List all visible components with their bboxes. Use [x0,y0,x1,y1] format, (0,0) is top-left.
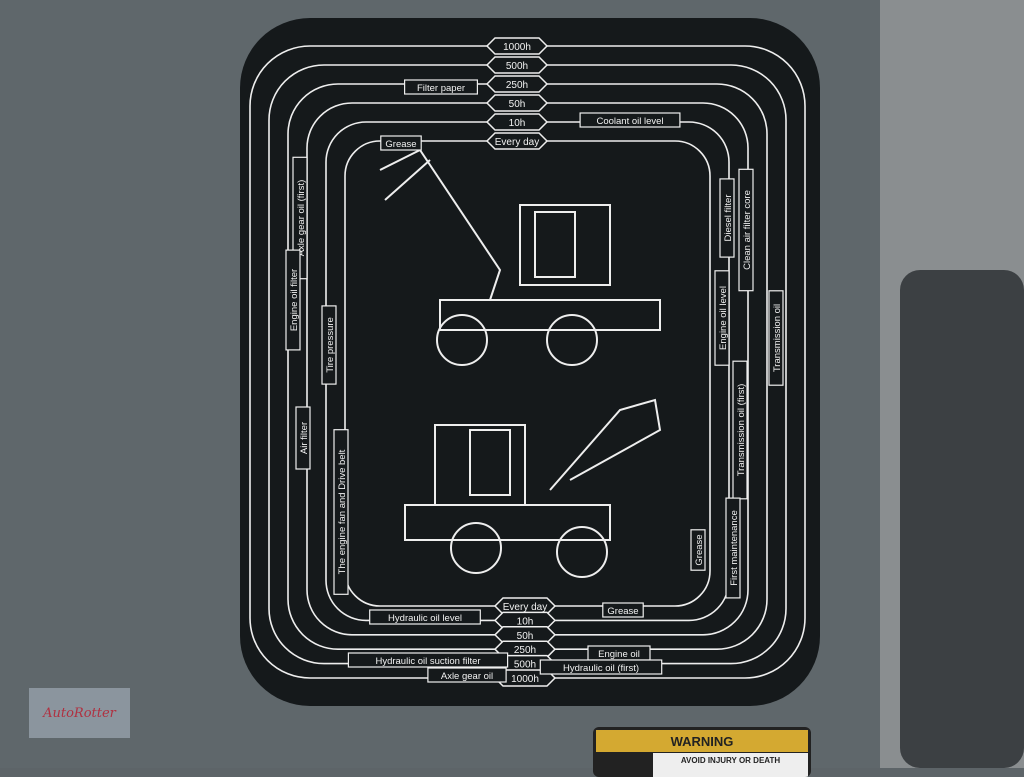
label-hydraulic-first: Hydraulic oil (first) [539,659,663,675]
seat-shape [900,270,1024,768]
svg-text:Grease: Grease [694,534,705,565]
interval-top-label: 1000h [503,42,531,53]
svg-text:Engine oil filter: Engine oil filter [289,269,300,331]
svg-text:Transmission oil (first): Transmission oil (first) [736,384,747,477]
dealer-logo: AutoRotter [29,688,130,738]
interval-top-label-box [485,56,549,74]
svg-text:Coolant oil level: Coolant oil level [596,116,663,127]
interval-top-label-box [485,75,549,93]
svg-text:First maintenance: First maintenance [729,510,740,586]
label-filter-paper: Filter paper [403,79,479,95]
label-engine-oil: Engine oil [587,645,651,661]
interval-top-label: 50h [509,99,526,110]
svg-text:Grease: Grease [607,606,638,617]
label-axle-gear-oil: Axle gear oil [427,667,507,683]
interval-bottom-label: 250h [514,645,536,656]
svg-text:Clean air filter core: Clean air filter core [742,190,753,270]
label-engine-oil-level: Engine oil level [714,270,730,366]
svg-text:Engine oil level: Engine oil level [718,286,729,350]
label-grease-right: Grease [690,529,706,571]
sticker [240,18,820,706]
loader-bottom-drawing [404,398,662,578]
warning-title: WARNING [596,730,808,752]
interval-top-label: 500h [506,61,528,72]
label-coolant: Coolant oil level [579,112,681,128]
label-fan-belt: The engine fan and Drive belt [333,429,349,595]
warning-subtitle: AVOID INJURY OR DEATH [653,753,808,777]
svg-text:The engine fan and Drive belt: The engine fan and Drive belt [337,449,348,574]
svg-text:Engine oil: Engine oil [598,649,640,660]
label-air-filter: Air filter [295,406,311,470]
interval-bottom-label: 50h [517,631,534,642]
svg-text:Air filter: Air filter [299,422,310,454]
loader-top-drawing [379,148,661,366]
label-engine-oil-filter: Engine oil filter [285,249,301,351]
label-tire-pressure: Tire pressure [321,305,337,385]
svg-text:Transmission oil: Transmission oil [772,304,783,372]
interval-top-label-box [485,37,549,55]
label-clean-air: Clean air filter core [738,168,754,292]
interval-top-label: 10h [509,118,526,129]
label-grease-top: Grease [380,135,422,151]
interval-bottom-label: 500h [514,660,536,671]
label-transmission-oil: Transmission oil [768,290,784,386]
interval-top-label-box [485,132,549,150]
svg-text:Filter paper: Filter paper [417,83,465,94]
warning-label: WARNING AVOID INJURY OR DEATH [593,727,811,777]
svg-text:Hydraulic oil (first): Hydraulic oil (first) [563,663,639,674]
svg-text:Grease: Grease [385,139,416,150]
interval-top-label: 250h [506,80,528,91]
interval-bottom-label: 10h [517,616,534,627]
interval-top-label-box [485,113,549,131]
svg-text:Axle gear oil (first): Axle gear oil (first) [296,180,307,257]
interval-bottom-label: 1000h [511,674,539,685]
label-grease-bottom: Grease [602,602,644,618]
label-first-maintenance: First maintenance [725,497,741,599]
label-hydraulic-level: Hydraulic oil level [369,609,481,625]
interval-top-label-box [485,94,549,112]
label-diesel-filter: Diesel filter [719,178,735,258]
interval-top-label: Every day [495,137,539,148]
svg-text:Diesel filter: Diesel filter [723,195,734,242]
svg-text:Hydraulic oil level: Hydraulic oil level [388,613,462,624]
label-hydraulic-suction: Hydraulic oil suction filter [347,652,509,668]
label-transmission-first: Transmission oil (first) [732,360,748,500]
svg-text:Hydraulic oil suction filter: Hydraulic oil suction filter [375,656,480,667]
svg-text:Axle gear oil: Axle gear oil [441,671,493,682]
svg-text:Tire pressure: Tire pressure [325,317,336,373]
interval-bottom-label: Every day [503,602,547,613]
